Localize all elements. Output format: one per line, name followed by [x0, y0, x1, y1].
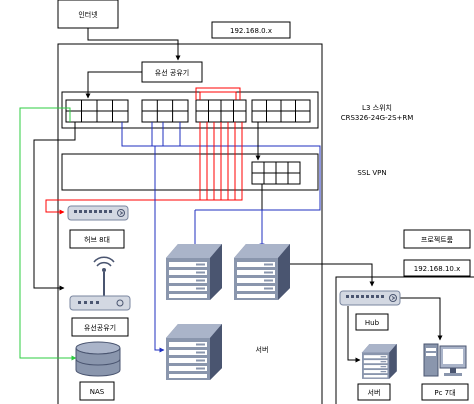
nas-icon: [75, 341, 121, 377]
project-room-label: 프로젝트룸: [421, 235, 454, 244]
nas-label: NAS: [90, 388, 105, 396]
router-bottom-label-box: [71, 317, 129, 337]
hub-label: Hub: [365, 319, 380, 327]
vpn-port-group: [251, 161, 301, 185]
hub-to-server-line: [347, 306, 361, 363]
server-project-label: 서버: [368, 388, 381, 397]
main-network-boundary: [57, 43, 323, 404]
main-subnet-box: [211, 21, 291, 39]
wired-router-top-label: 유선 공유기: [155, 68, 189, 77]
switch-port-group-4: [251, 99, 311, 123]
internet-to-router-line: [87, 28, 181, 61]
server-icon: [234, 244, 290, 300]
pc-icon: [423, 343, 467, 377]
blue-to-server-3: [154, 146, 165, 353]
router-bottom-label: 유선공유기: [84, 323, 116, 332]
main-subnet-label: 192.168.0.x: [230, 27, 272, 35]
server-icon: [362, 344, 397, 379]
router-icon: [69, 256, 131, 311]
red-hub-links: [45, 87, 243, 215]
l3-switch-label-1: L3 스위치: [362, 103, 392, 112]
server-project-label-box: [357, 383, 391, 401]
hub-8-label-box: [69, 229, 125, 249]
server-main-label: 서버: [256, 345, 269, 354]
hub-icon: [339, 290, 401, 306]
project-room-boundary: [335, 276, 474, 404]
server-icon: [166, 324, 222, 380]
internet-label: 인터넷: [78, 10, 98, 19]
project-subnet-label: 192.168.10.x: [414, 265, 460, 273]
router-bottom-link: [33, 122, 76, 291]
l3-switch-label-2: CRS326-24G-2S+RM: [341, 114, 414, 122]
blue-to-server-2: [195, 209, 265, 249]
hub-8-label: 허브 8대: [84, 235, 110, 244]
hub-to-pc-line: [400, 297, 443, 341]
switch-port-group-1: [65, 99, 129, 123]
pc-label-box: [421, 383, 469, 401]
server-icon: [166, 244, 222, 300]
hub-label-box: [355, 313, 389, 331]
router-to-switch-line: [85, 71, 142, 99]
project-subnet-box: [403, 259, 471, 277]
hub-icon: [67, 205, 129, 221]
switch-port-group-2: [141, 99, 189, 123]
switch-port-group-3: [195, 99, 247, 123]
nas-label-box: [79, 381, 115, 401]
blue-link-a: [121, 122, 321, 211]
pc-label: Pc 7대: [434, 389, 455, 397]
nas-link-green: [19, 107, 77, 361]
project-room-label-box: [403, 229, 471, 249]
ssl-vpn-label: SSL VPN: [357, 169, 386, 177]
